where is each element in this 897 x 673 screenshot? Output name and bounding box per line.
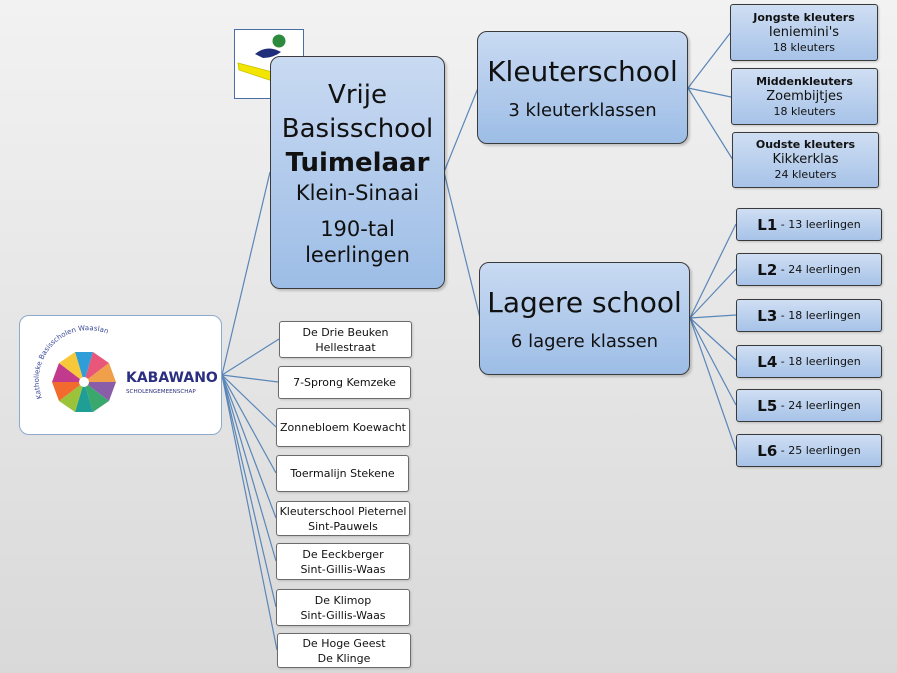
school-name: De Eeckberger [302, 547, 384, 561]
kleuter-class-name: Ieniemini's [768, 24, 840, 40]
class-code: L4 [757, 352, 778, 371]
class-count: - 18 leerlingen [777, 309, 861, 322]
kleuter-class-1: Jongste kleuters Ieniemini's 18 kleuters [730, 4, 878, 61]
main-student-count: 190-tal [320, 216, 395, 241]
kleuter-class-title: Jongste kleuters [753, 10, 855, 24]
class-count: - 24 leerlingen [777, 399, 861, 412]
kabawano-name: KABAWANO [126, 370, 218, 386]
school-name: 7-Sprong Kemzeke [293, 376, 396, 389]
class-code: L1 [757, 215, 778, 234]
class-code: L3 [757, 306, 778, 325]
main-line-2: Basisschool [281, 113, 434, 144]
kleuter-class-count: 18 kleuters [773, 40, 835, 54]
lagere-school-title: Lagere school [487, 285, 682, 319]
school-place: Sint-Gillis-Waas [300, 608, 386, 622]
main-student-label: leerlingen [305, 242, 410, 267]
school-item: Zonnebloem Koewacht [276, 408, 410, 447]
kabawano-subtitle: SCHOLENGEMEENSCHAP [126, 389, 196, 395]
school-main-node: Vrije Basisschool Tuimelaar Klein-Sinaai… [270, 56, 445, 289]
class-count: - 25 leerlingen [777, 444, 861, 457]
kleuter-class-name: Zoembijtjes [766, 88, 843, 104]
school-place: Sint-Gillis-Waas [300, 562, 386, 576]
lagere-class-l5: L5 - 24 leerlingen [736, 389, 882, 422]
lagere-class-l2: L2 - 24 leerlingen [736, 253, 882, 286]
school-place: Sint-Pauwels [308, 519, 378, 533]
lagere-class-l4: L4 - 18 leerlingen [736, 345, 882, 378]
kabawano-logo: Katholieke Basisscholen Waasland Noord K… [17, 310, 218, 412]
class-count: - 13 leerlingen [777, 218, 861, 231]
kleuter-class-2: Middenkleuters Zoembijtjes 18 kleuters [731, 68, 878, 125]
school-name: Tuimelaar [285, 147, 430, 178]
kleuter-class-3: Oudste kleuters Kikkerklas 24 kleuters [732, 132, 879, 188]
lagere-class-l6: L6 - 25 leerlingen [736, 434, 882, 467]
class-code: L5 [757, 396, 778, 415]
school-name: Toermalijn Stekene [290, 467, 395, 480]
kleuter-class-title: Middenkleuters [756, 74, 853, 88]
school-place: De Klinge [317, 651, 371, 665]
lagere-school-subtitle: 6 lagere klassen [510, 330, 659, 352]
kabawano-logo-box: Katholieke Basisscholen Waasland Noord K… [17, 310, 222, 435]
lagere-class-l1: L1 - 13 leerlingen [736, 208, 882, 241]
school-name: Zonnebloem Koewacht [280, 421, 406, 434]
lagere-school-node: Lagere school 6 lagere klassen [479, 262, 690, 375]
star-flower-icon [52, 352, 116, 412]
kleuter-class-name: Kikkerklas [772, 152, 839, 167]
class-code: L6 [757, 441, 778, 460]
school-name: Kleuterschool Pieternel [279, 504, 407, 518]
main-line-1: Vrije [328, 79, 387, 110]
school-item: Kleuterschool Pieternel Sint-Pauwels [276, 501, 410, 536]
class-count: - 24 leerlingen [777, 263, 861, 276]
school-item: Toermalijn Stekene [276, 455, 409, 492]
school-item: 7-Sprong Kemzeke [278, 366, 411, 399]
school-location: Klein-Sinaai [295, 180, 420, 205]
class-code: L2 [757, 260, 778, 279]
school-item: De Hoge Geest De Klinge [277, 633, 411, 668]
lagere-class-l3: L3 - 18 leerlingen [736, 299, 882, 332]
class-count: - 18 leerlingen [777, 355, 861, 368]
school-item: De Klimop Sint-Gillis-Waas [276, 589, 410, 626]
school-name: De Drie Beuken [302, 325, 389, 339]
school-place: Hellestraat [315, 340, 376, 354]
school-item: De Eeckberger Sint-Gillis-Waas [276, 543, 410, 580]
kleuter-class-count: 24 kleuters [774, 168, 837, 181]
kleuter-class-count: 18 kleuters [773, 104, 836, 118]
kleuterschool-title: Kleuterschool [487, 54, 678, 88]
school-name: De Hoge Geest [302, 636, 386, 650]
kleuterschool-subtitle: 3 kleuterklassen [508, 99, 657, 121]
kleuterschool-node: Kleuterschool 3 kleuterklassen [477, 31, 688, 144]
school-item: De Drie Beuken Hellestraat [279, 321, 412, 358]
kleuter-class-title: Oudste kleuters [755, 138, 856, 151]
school-name: De Klimop [314, 593, 372, 607]
